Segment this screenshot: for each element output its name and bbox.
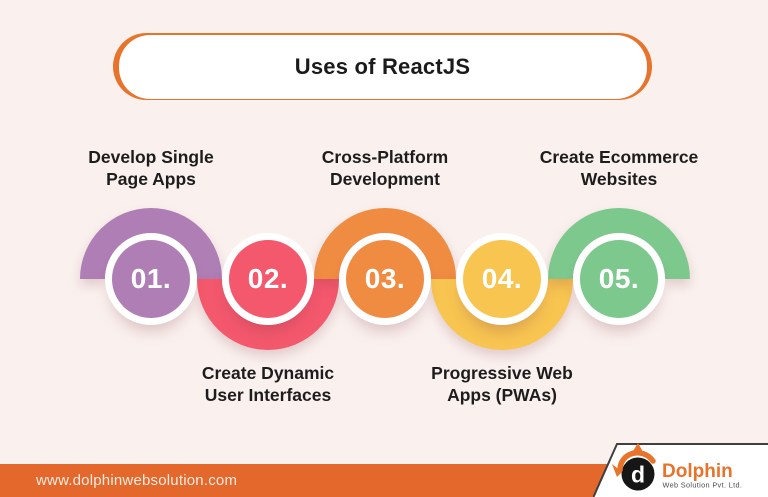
- step-label-4: Progressive Web Apps (PWAs): [431, 363, 573, 406]
- step-circle-1: 01.: [112, 240, 190, 318]
- step-label-1: Develop Single Page Apps: [88, 147, 214, 190]
- footer-url-link[interactable]: www.dolphinwebsolution.com: [36, 472, 238, 489]
- step-label-5: Create Ecommerce Websites: [539, 147, 699, 190]
- title-banner: Uses of ReactJS: [113, 33, 652, 100]
- title-banner-inner: Uses of ReactJS: [118, 34, 647, 99]
- logo-monogram: d: [631, 462, 645, 488]
- step-circle-2: 02.: [229, 240, 307, 318]
- step-number-4: 04.: [481, 263, 523, 294]
- logo-panel: d Dolphin Web Solution Pvt. Ltd.: [593, 443, 768, 497]
- page-title: Uses of ReactJS: [294, 53, 471, 79]
- step-number-5: 05.: [598, 263, 640, 294]
- step-number-1: 01.: [130, 263, 172, 294]
- dolphin-logo-icon: d: [612, 443, 656, 491]
- logo-tagline: Web Solution Pvt. Ltd.: [663, 481, 743, 490]
- step-circle-5: 05.: [580, 240, 658, 318]
- step-number-3: 03.: [364, 263, 406, 294]
- step-circle-4: 04.: [463, 240, 541, 318]
- step-label-2: Create Dynamic User Interfaces: [201, 363, 335, 406]
- step-label-3: Cross-Platform Development: [321, 147, 449, 190]
- step-circle-3: 03.: [346, 240, 424, 318]
- step-number-2: 02.: [247, 263, 289, 294]
- logo-brand: Dolphin: [662, 461, 733, 482]
